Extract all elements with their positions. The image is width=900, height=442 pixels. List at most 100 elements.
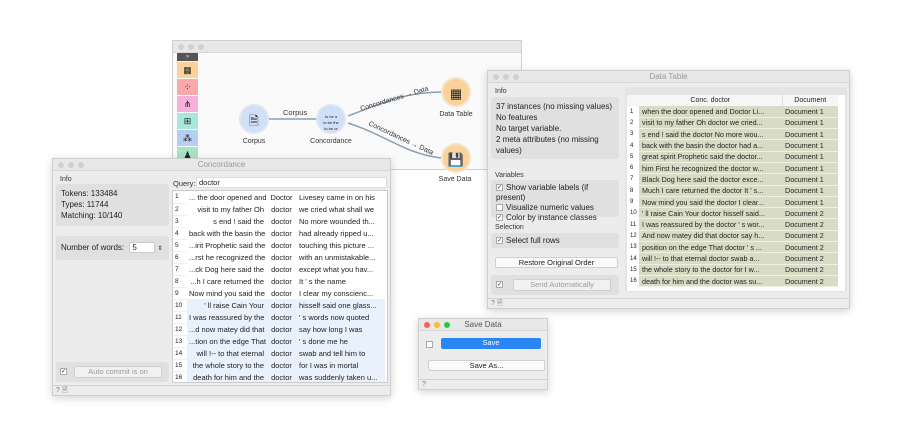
toolbox-visualize[interactable]: ⁘ <box>177 79 198 95</box>
restore-order-button[interactable]: Restore Original Order <box>495 257 618 268</box>
auto-commit-button[interactable]: Auto commit is on <box>74 366 162 378</box>
right-context: hisself said one glass... <box>299 300 377 310</box>
toolbox-expand[interactable]: » <box>177 53 198 61</box>
corpus-node[interactable]: 🗎 <box>239 104 269 134</box>
help-icon[interactable]: ? <box>491 300 495 307</box>
document-cell: Document 2 <box>782 218 838 231</box>
maximize-button[interactable] <box>444 322 450 328</box>
toolbox-evaluate[interactable]: ⊞ <box>177 113 198 129</box>
report-icon[interactable]: 🗎 <box>61 387 68 394</box>
help-icon[interactable]: ? <box>422 381 426 388</box>
conc-cell: Much I care returned the doctor It ' s..… <box>639 185 782 197</box>
close-button[interactable] <box>424 322 430 328</box>
conc-cell: I was reassured by the doctor ' s wor... <box>639 218 782 231</box>
conc-cell: visit to my father Oh doctor we cried... <box>639 117 782 130</box>
workflow-links: Corpus Concordances → Data Concordances … <box>268 85 442 159</box>
window-title: Save Data <box>464 320 502 329</box>
auto-save-checkbox[interactable] <box>426 341 433 348</box>
document-cell: Document 2 <box>782 207 838 220</box>
row-number: 1 <box>173 191 187 204</box>
node-label: Data Table <box>439 111 473 118</box>
match-word: doctor <box>271 252 292 262</box>
row-number: 8 <box>630 187 634 194</box>
conc-cell: great spirit Prophetic said the doctor..… <box>639 151 782 163</box>
toolbox-unsupervised[interactable]: ⁂ <box>177 130 198 146</box>
row-number: 10 <box>173 299 187 312</box>
column-header[interactable]: Document <box>794 97 827 104</box>
stepper-icon[interactable]: ⇕ <box>157 246 163 252</box>
select-full-rows-checkbox[interactable]: ✓ <box>496 237 503 245</box>
status-bar: ? <box>419 379 547 389</box>
save-button[interactable]: Save <box>441 338 541 349</box>
send-auto-checkbox[interactable]: ✓ <box>496 281 503 289</box>
selection-label: Selection <box>495 224 524 231</box>
corner-header[interactable] <box>627 95 639 106</box>
number-of-words-input[interactable]: 5 <box>129 242 156 253</box>
column-header[interactable]: Conc. doctor <box>639 95 783 106</box>
document-cell: Document 1 <box>782 173 838 186</box>
left-context: ...ck Dog here said the <box>189 264 265 274</box>
conc-cell: will !-- to that eternal doctor swab a..… <box>639 252 782 265</box>
words-box: Number of words: 5 ⇕ <box>56 236 169 260</box>
right-context: I clear my conscienc... <box>299 288 374 298</box>
color-by-checkbox[interactable]: ✓ <box>496 214 503 222</box>
conc-cell: the whole story to the doctor for I w... <box>639 264 782 276</box>
data-table-node[interactable]: ▦ <box>441 77 471 107</box>
right-context: had already ripped u... <box>299 228 374 238</box>
table-row[interactable]: 10' ll raise Cain Your doctor hisself sa… <box>627 207 838 220</box>
show-labels-checkbox[interactable]: ✓ <box>496 184 503 192</box>
row-number: 6 <box>630 165 634 172</box>
toolbox: » ▦ ⁘ ⋔ ⊞ ⁂ ♟ <box>177 53 198 164</box>
floppy-icon: 💾 <box>447 152 465 167</box>
report-icon[interactable]: 🗎 <box>496 300 503 307</box>
minimize-button[interactable] <box>434 322 440 328</box>
auto-commit-checkbox[interactable]: ✓ <box>60 368 67 376</box>
help-icon[interactable]: ? <box>56 387 60 394</box>
query-input[interactable]: doctor <box>196 177 387 188</box>
visualize-checkbox[interactable] <box>496 204 503 212</box>
save-data-node[interactable]: 💾 <box>441 143 471 173</box>
toolbox-data[interactable]: ▦ <box>177 62 198 78</box>
conc-cell: when the door opened and Doctor Li... <box>639 106 782 118</box>
row-number: 4 <box>630 142 634 149</box>
match-word: Doctor <box>270 192 293 202</box>
document-cell: Document 2 <box>782 264 838 276</box>
send-automatically-button[interactable]: Send Automatically <box>513 279 611 291</box>
save-as-button[interactable]: Save As... <box>428 360 545 371</box>
toolbox-model[interactable]: ⋔ <box>177 96 198 112</box>
table-row[interactable]: 8 Much I care returned the doctor It ' s.… <box>627 185 838 197</box>
